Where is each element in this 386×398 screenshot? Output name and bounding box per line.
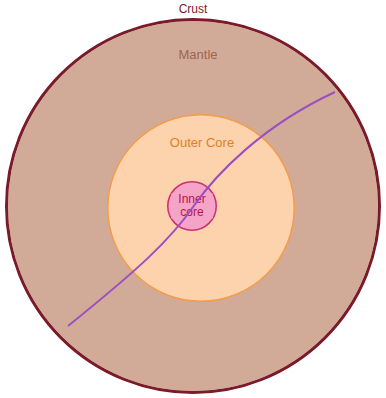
layer-label: Outer Core	[170, 136, 234, 150]
layer-disc	[168, 182, 217, 231]
outer-core-circle: Outer CoreInner core	[107, 114, 295, 302]
layer-label: Mantle	[178, 48, 217, 62]
ray-path	[68, 92, 335, 326]
crust-circle: CrustMantleOuter CoreInner core	[5, 18, 381, 394]
inner-core-circle: Inner core	[167, 181, 217, 231]
layer-disc	[7, 20, 380, 393]
layer-disc	[108, 115, 295, 302]
layer-label: Crust	[179, 3, 208, 16]
layer-disc	[8, 21, 378, 391]
mantle-circle: MantleOuter CoreInner core	[8, 21, 378, 391]
layer-label: Inner core	[171, 193, 213, 218]
